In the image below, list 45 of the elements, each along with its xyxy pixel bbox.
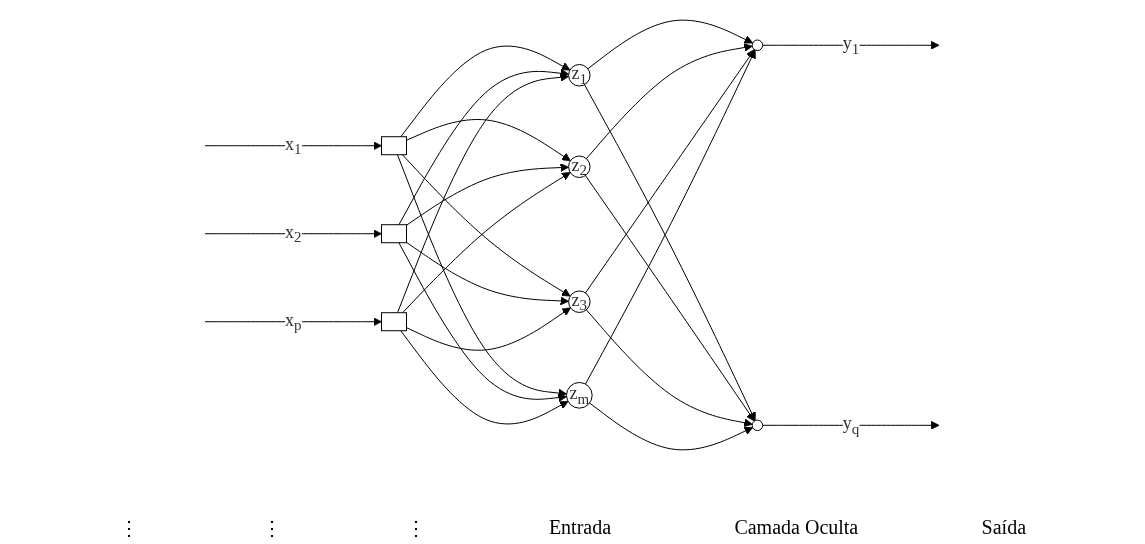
layer-label: ⋮	[118, 516, 139, 540]
node-box	[381, 312, 408, 332]
arrow	[397, 72, 570, 314]
arrow	[398, 242, 568, 402]
arrow	[406, 307, 572, 351]
edge-label: x$_{1}$	[285, 133, 302, 158]
arrow	[204, 229, 383, 239]
node-circle: z$_{2}$	[568, 155, 591, 178]
node-circle	[752, 39, 764, 51]
arrow	[406, 163, 570, 226]
arrow	[204, 141, 383, 151]
edge-label: x$_{p}$	[285, 309, 302, 334]
node-box	[381, 136, 408, 156]
arrow	[400, 330, 569, 425]
arrow	[587, 19, 754, 70]
arrow	[586, 309, 754, 428]
node-circle: z$_{m}$	[566, 381, 594, 409]
layer-label: Entrada	[548, 516, 612, 540]
arrow	[762, 40, 940, 50]
edge-label: y$_{q}$	[843, 413, 860, 437]
node-circle	[752, 419, 764, 432]
arrow	[589, 402, 754, 451]
layer-label: ⋮	[262, 516, 283, 540]
arrow	[406, 241, 570, 306]
arrow	[406, 119, 572, 162]
arrow	[586, 43, 754, 160]
arrow	[397, 154, 568, 398]
arrow	[585, 49, 757, 385]
arrow	[585, 175, 756, 422]
arrow	[402, 154, 571, 297]
arrow	[204, 317, 383, 327]
node-box	[381, 224, 408, 244]
arrow	[584, 84, 757, 421]
edge-label: y$_{1}$	[843, 33, 860, 57]
arrow	[400, 45, 571, 138]
arrow	[762, 420, 940, 430]
node-circle: z$_{1}$	[568, 64, 591, 87]
layer-label: Saída	[981, 516, 1026, 540]
layer-label: ⋮	[405, 516, 426, 540]
layer-label: Camada Oculta	[734, 516, 859, 540]
node-circle: z$_{3}$	[568, 290, 591, 313]
arrow	[398, 68, 570, 226]
arrow	[402, 172, 572, 314]
arrow	[585, 49, 756, 294]
edge-label: x$_{2}$	[285, 221, 302, 246]
